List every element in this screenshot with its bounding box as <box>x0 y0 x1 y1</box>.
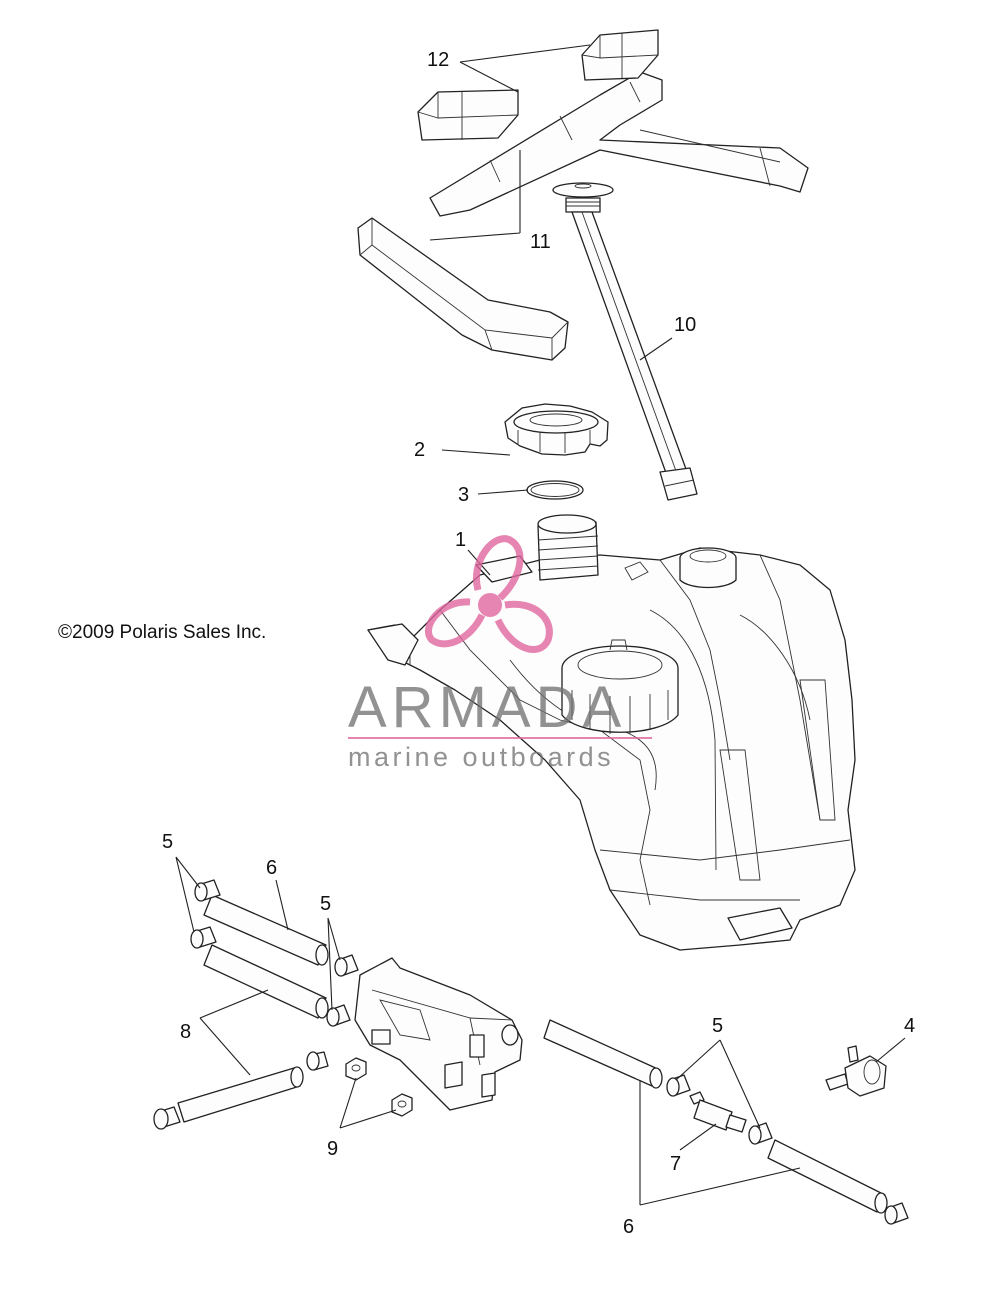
hose-clamp-part <box>153 1106 181 1130</box>
callout-11: 11 <box>530 231 551 253</box>
hose-part <box>177 1066 304 1123</box>
fuel-tank-part <box>367 514 856 951</box>
hose-clamp-part <box>666 1074 691 1097</box>
watermark-subtitle: marine outboards <box>348 742 614 772</box>
copyright-text: ©2009 Polaris Sales Inc. <box>58 622 266 643</box>
watermark-title: ARMADA <box>348 675 626 740</box>
callout-9: 9 <box>327 1138 338 1160</box>
hose-clamp-part <box>190 926 217 949</box>
propeller-icon <box>425 535 553 653</box>
nut-part <box>345 1057 367 1081</box>
callout-5: 5 <box>712 1015 723 1037</box>
callout-6: 6 <box>623 1216 634 1238</box>
hose-clamp-part <box>748 1122 773 1145</box>
fuel-sender-part <box>552 182 698 501</box>
callout-5: 5 <box>162 831 173 853</box>
callout-8: 8 <box>180 1021 191 1043</box>
hose-clamp-part <box>306 1051 329 1071</box>
callout-2: 2 <box>414 439 425 461</box>
foam-pad-part <box>581 29 659 81</box>
hose-part <box>543 1019 663 1089</box>
fuel-cap-part <box>504 403 609 456</box>
callout-labels: 12 11 10 2 3 1 4 5 6 5 8 9 5 7 6 <box>162 49 915 1238</box>
callout-1: 1 <box>455 529 466 551</box>
callout-5: 5 <box>320 893 331 915</box>
hose-clamp-part <box>194 879 221 902</box>
nut-part <box>391 1093 413 1117</box>
o-ring-part <box>526 480 584 500</box>
callout-3: 3 <box>458 484 469 506</box>
hose-part <box>203 944 329 1019</box>
check-valve-part <box>825 1045 887 1097</box>
watermark: ARMADA marine outboards <box>348 535 652 772</box>
inline-fitting-part <box>689 1091 747 1133</box>
hose-part <box>767 1139 888 1214</box>
hose-clamp-part <box>884 1202 909 1225</box>
callout-4: 4 <box>904 1015 915 1037</box>
callout-10: 10 <box>674 314 696 336</box>
bumper-pad-part <box>357 217 569 361</box>
hose-clamp-part <box>334 954 359 977</box>
callout-12: 12 <box>427 49 449 71</box>
hose-clamp-part <box>326 1004 351 1027</box>
seat-bracket-part <box>429 71 809 217</box>
foam-pad-part <box>417 89 519 141</box>
callout-7: 7 <box>670 1153 681 1175</box>
callout-6: 6 <box>266 857 277 879</box>
fuel-filter-housing-part <box>354 957 523 1111</box>
